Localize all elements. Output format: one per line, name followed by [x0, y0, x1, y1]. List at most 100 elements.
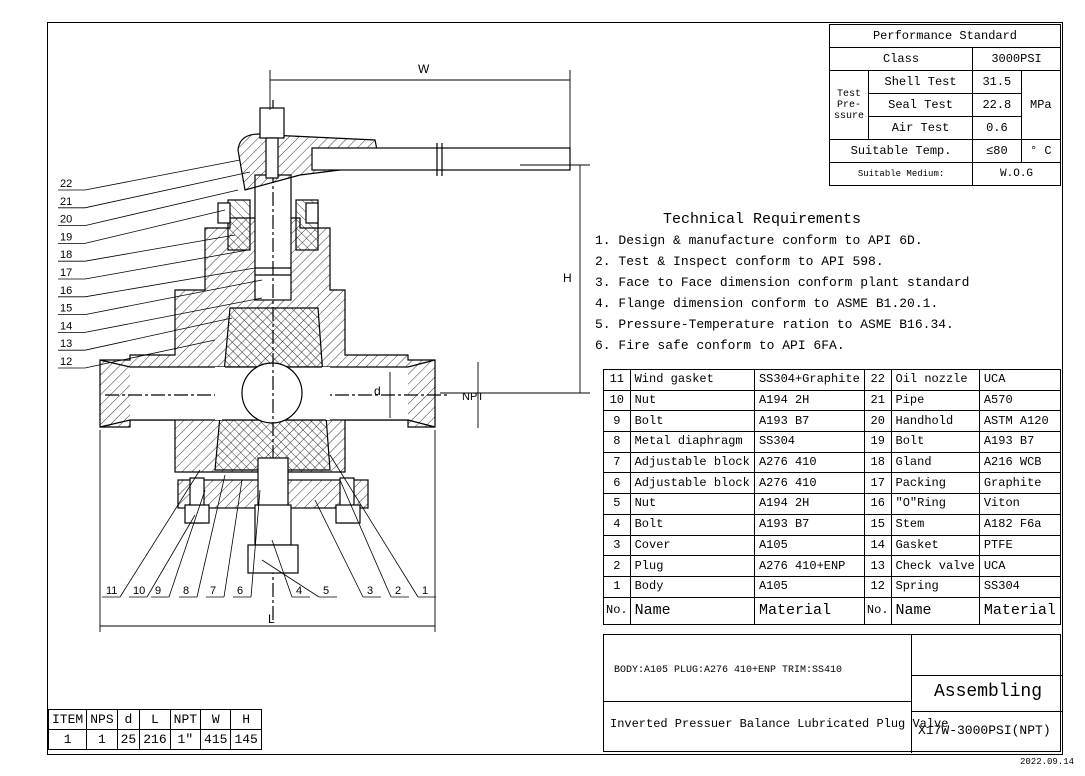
parts-cell: A193 B7: [978, 431, 1062, 453]
dimension-cell: NPS: [86, 709, 118, 730]
temp-unit: ° C: [1020, 139, 1062, 163]
parts-cell: 3: [603, 534, 631, 557]
dim-h-label: H: [563, 271, 572, 285]
callout-leader: [84, 159, 241, 191]
callout-label: 3: [367, 585, 373, 597]
parts-cell: 17: [863, 472, 892, 495]
dim-npt-label: NPT: [462, 391, 484, 403]
callout-leader: [84, 317, 233, 351]
parts-cell: PTFE: [978, 534, 1062, 557]
parts-cell: SS304: [753, 431, 865, 453]
callout-label: 1: [422, 585, 428, 597]
technical-item: 5. Pressure-Temperature ration to ASME B…: [595, 317, 954, 332]
technical-item: 2. Test & Inspect conform to API 598.: [595, 254, 884, 269]
dimension-cell: W: [200, 709, 232, 730]
parts-cell: Stem: [890, 513, 980, 536]
dimension-cell: 216: [139, 729, 171, 750]
parts-cell: Handhold: [890, 410, 980, 433]
parts-cell: UCA: [978, 369, 1062, 391]
dimension-cell: 1": [169, 729, 202, 750]
technical-title: Technical Requirements: [663, 211, 862, 228]
performance-title: Performance Standard: [829, 24, 1061, 48]
drawing-frame: [47, 22, 1063, 755]
parts-cell: A193 B7: [753, 410, 865, 433]
test-pressure-label: Test Pre-ssure: [829, 70, 869, 140]
shell-test-value: 31.5: [972, 70, 1022, 94]
parts-cell: 2: [603, 555, 631, 577]
callout-leader: [314, 499, 364, 598]
parts-cell: 14: [863, 534, 892, 557]
callout-label: 22: [60, 178, 72, 190]
parts-cell: A194 2H: [753, 493, 865, 515]
callout-leader: [168, 489, 206, 598]
parts-cell: A216 WCB: [978, 451, 1062, 474]
callout-leader: [84, 171, 251, 209]
technical-requirements: Technical Requirements 1. Design & manuf…: [595, 209, 969, 356]
air-test-label: Air Test: [867, 116, 974, 140]
callout-leader: [329, 454, 419, 598]
parts-cell: Bolt: [629, 513, 755, 536]
parts-cell: A276 410+ENP: [753, 555, 865, 577]
parts-cell: Bolt: [629, 410, 755, 433]
parts-cell: A105: [753, 575, 865, 598]
parts-cell: "O"Ring: [890, 493, 980, 515]
medium-label: Suitable Medium:: [828, 162, 974, 186]
parts-cell: 13: [863, 555, 892, 577]
callout-label: 10: [133, 585, 145, 597]
callout-label: 6: [237, 585, 243, 597]
callout-label: 21: [60, 196, 72, 208]
technical-item: 3. Face to Face dimension conform plant …: [595, 275, 970, 290]
air-test-value: 0.6: [972, 116, 1022, 140]
parts-cell: SS304: [978, 575, 1062, 598]
drawing-date: 2022.09.14: [1020, 757, 1075, 767]
parts-cell: Oil nozzle: [890, 369, 980, 391]
callout-label: 9: [155, 585, 161, 597]
parts-cell: A276 410: [753, 451, 865, 474]
parts-cell: SS304+Graphite: [753, 369, 865, 391]
callout-leader: [84, 339, 216, 369]
parts-cell: Gasket: [890, 534, 980, 557]
parts-cell: Check valve: [890, 555, 980, 577]
callout-leader: [84, 297, 263, 333]
callout-label: 15: [60, 303, 72, 315]
callout-label: 5: [323, 585, 329, 597]
parts-header-cell: No.: [863, 596, 892, 625]
dim-l-label: L: [268, 612, 275, 626]
parts-cell: 1: [603, 575, 631, 598]
parts-cell: Nut: [629, 389, 755, 412]
dimension-cell: H: [230, 709, 262, 730]
callout-label: 12: [60, 356, 72, 368]
parts-cell: Gland: [890, 451, 980, 474]
parts-cell: Pipe: [890, 389, 980, 412]
parts-cell: Adjustable block: [629, 451, 755, 474]
callout-leader: [261, 559, 320, 598]
callout-leader: [223, 479, 243, 598]
seal-test-value: 22.8: [972, 93, 1022, 117]
callout-leader: [339, 479, 392, 598]
dimension-cell: 1: [86, 729, 118, 750]
model-number: X17W-3000PSI(NPT): [918, 723, 1051, 738]
callout-leader: [84, 189, 239, 226]
dimension-cell: ITEM: [47, 709, 88, 730]
parts-cell: A105: [753, 534, 865, 557]
parts-cell: 18: [863, 451, 892, 474]
callout-leader: [196, 474, 226, 598]
dimension-cell: 415: [200, 729, 232, 750]
parts-cell: 19: [863, 431, 892, 453]
parts-cell: Bolt: [890, 431, 980, 453]
parts-cell: A193 B7: [753, 513, 865, 536]
callout-leader: [84, 234, 236, 262]
parts-cell: 10: [603, 389, 631, 412]
parts-cell: 21: [863, 389, 892, 412]
parts-cell: A276 410: [753, 472, 865, 495]
callout-leader: [84, 279, 263, 315]
parts-cell: Viton: [978, 493, 1062, 515]
shell-test-label: Shell Test: [867, 70, 974, 94]
